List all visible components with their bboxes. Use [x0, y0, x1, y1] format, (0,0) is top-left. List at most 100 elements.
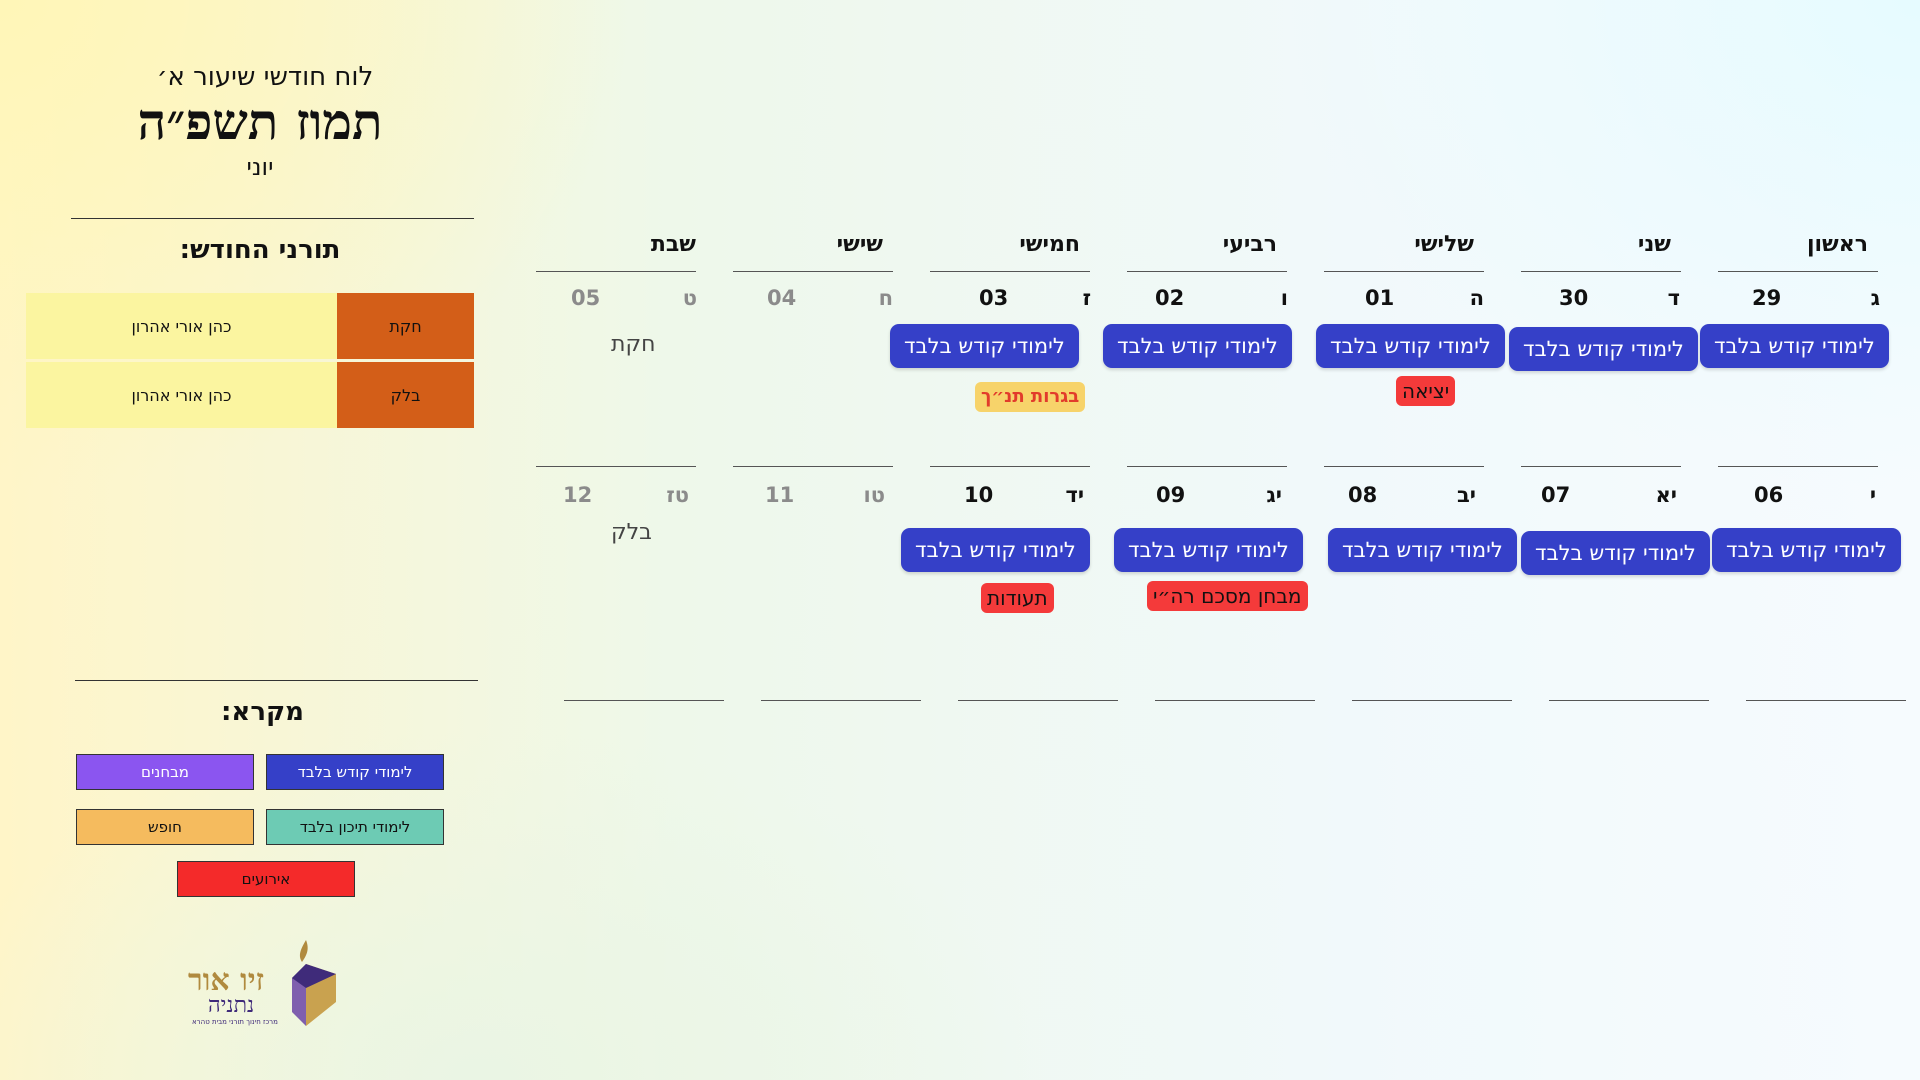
hebrew-date: טז — [666, 483, 689, 507]
event-tag[interactable]: תעודות — [981, 583, 1054, 613]
logo-text-primary: זיו אור — [188, 963, 264, 998]
day-cell-date: 11 טו — [765, 483, 885, 507]
hebrew-date: ט — [682, 286, 697, 310]
torah-portion-label: חקת — [611, 332, 656, 357]
day-cell-date: 10 יד — [964, 483, 1084, 507]
school-logo: זיו אור נתניה מרכז חינוך תורני מבית טהרא — [188, 940, 338, 1030]
study-only-event[interactable]: לימודי קודש בלבד — [890, 324, 1079, 368]
divider — [75, 680, 478, 681]
legend-events: אירועים — [177, 861, 355, 897]
hebrew-date: ג — [1870, 286, 1880, 310]
logo-tagline: מרכז חינוך תורני מבית טהרא — [192, 1018, 278, 1026]
gregorian-date: 03 — [979, 286, 1009, 310]
week-divider — [761, 700, 921, 701]
day-name-friday: שישי — [836, 232, 883, 257]
hebrew-date: יב — [1457, 483, 1476, 507]
study-only-event[interactable]: לימודי קודש בלבד — [1328, 528, 1517, 572]
portion-name: בלק — [337, 362, 474, 428]
day-cell-date: 07 יא — [1541, 483, 1677, 507]
torah-portion-label: בלק — [611, 520, 652, 545]
study-only-event[interactable]: לימודי קודש בלבד — [1103, 324, 1292, 368]
day-name-tuesday: שלישי — [1414, 232, 1474, 257]
gregorian-date: 01 — [1365, 286, 1395, 310]
week-divider — [1521, 466, 1681, 467]
reader-name: כהן אורי אהרון — [26, 362, 337, 428]
gregorian-date: 07 — [1541, 483, 1571, 507]
legend-vacation: חופש — [76, 809, 254, 845]
study-only-event[interactable]: לימודי קודש בלבד — [1521, 531, 1710, 575]
week-divider — [1521, 271, 1681, 272]
week-divider — [1324, 466, 1484, 467]
divider — [71, 218, 474, 219]
gregorian-date: 05 — [571, 286, 601, 310]
week-divider — [1746, 700, 1906, 701]
hebrew-date: טו — [863, 483, 885, 507]
gregorian-date: 02 — [1155, 286, 1185, 310]
study-only-event[interactable]: לימודי קודש בלבד — [1712, 528, 1901, 572]
hebrew-date: י — [1869, 483, 1876, 507]
calendar-subtitle: לוח חודשי שיעור א׳ — [156, 62, 374, 92]
event-tag[interactable]: יציאה — [1396, 376, 1456, 406]
day-cell-date: 04 ח — [767, 286, 893, 310]
reader-name: כהן אורי אהרון — [26, 293, 337, 359]
study-only-event[interactable]: לימודי קודש בלבד — [901, 528, 1090, 572]
logo-emblem: זיו אור נתניה מרכז חינוך תורני מבית טהרא — [188, 940, 336, 1026]
week-divider — [1718, 271, 1878, 272]
hebrew-date: יד — [1065, 483, 1084, 507]
study-only-event[interactable]: לימודי קודש בלבד — [1700, 324, 1889, 368]
week-divider — [930, 466, 1090, 467]
week-divider — [1352, 700, 1512, 701]
gregorian-date: 11 — [765, 483, 795, 507]
day-cell-date: 08 יב — [1348, 483, 1476, 507]
week-divider — [1549, 700, 1709, 701]
study-only-event[interactable]: לימודי קודש בלבד — [1316, 324, 1505, 368]
day-name-sunday: ראשון — [1806, 232, 1868, 257]
gregorian-date: 04 — [767, 286, 797, 310]
day-cell-date: 01 ה — [1365, 286, 1484, 310]
week-divider — [536, 271, 696, 272]
week-divider — [930, 271, 1090, 272]
gregorian-date: 10 — [964, 483, 994, 507]
week-divider — [1155, 700, 1315, 701]
legend-title: מקרא: — [221, 697, 304, 727]
gregorian-date: 09 — [1156, 483, 1186, 507]
hebrew-date: יג — [1266, 483, 1282, 507]
torah-readers-table: חקת כהן אורי אהרון בלק כהן אורי אהרון — [26, 293, 474, 431]
hebrew-date: ז — [1082, 286, 1091, 310]
week-divider — [733, 271, 893, 272]
torah-reader-row: חקת כהן אורי אהרון — [26, 293, 474, 359]
day-cell-date: 12 טז — [563, 483, 689, 507]
hebrew-date: ה — [1469, 286, 1484, 310]
event-tag[interactable]: מבחן מסכם רה״י — [1147, 581, 1308, 611]
logo-text-secondary: נתניה — [208, 993, 254, 1018]
day-cell-date: 05 ט — [571, 286, 697, 310]
legend-exams: מבחנים — [76, 754, 254, 790]
week-divider — [1718, 466, 1878, 467]
hebrew-date: ח — [878, 286, 893, 310]
day-cell-date: 03 ז — [979, 286, 1091, 310]
day-name-thursday: חמישי — [1019, 232, 1080, 257]
day-name-monday: שני — [1637, 232, 1671, 257]
week-divider — [733, 466, 893, 467]
hebrew-date: יא — [1655, 483, 1677, 507]
hebrew-date: ו — [1280, 286, 1288, 310]
study-only-event[interactable]: לימודי קודש בלבד — [1114, 528, 1303, 572]
day-name-wednesday: רביעי — [1222, 232, 1277, 257]
hebrew-date: ד — [1667, 286, 1680, 310]
gregorian-date: 06 — [1754, 483, 1784, 507]
portion-name: חקת — [337, 293, 474, 359]
gregorian-date: 08 — [1348, 483, 1378, 507]
day-cell-date: 02 ו — [1155, 286, 1288, 310]
page-title: תמוז תשפ״ה — [137, 92, 383, 151]
day-cell-date: 29 ג — [1752, 286, 1880, 310]
exam-tag[interactable]: בגרות תנ״ך — [975, 382, 1086, 412]
study-only-event[interactable]: לימודי קודש בלבד — [1509, 327, 1698, 371]
torah-readers-title: תורני החודש: — [179, 235, 341, 265]
week-divider — [958, 700, 1118, 701]
gregorian-date: 12 — [563, 483, 593, 507]
day-cell-date: 30 ד — [1559, 286, 1680, 310]
legend-highschool-only: לימודי תיכון בלבד — [266, 809, 444, 845]
week-divider — [1127, 271, 1287, 272]
gregorian-date: 30 — [1559, 286, 1589, 310]
torah-reader-row: בלק כהן אורי אהרון — [26, 362, 474, 428]
